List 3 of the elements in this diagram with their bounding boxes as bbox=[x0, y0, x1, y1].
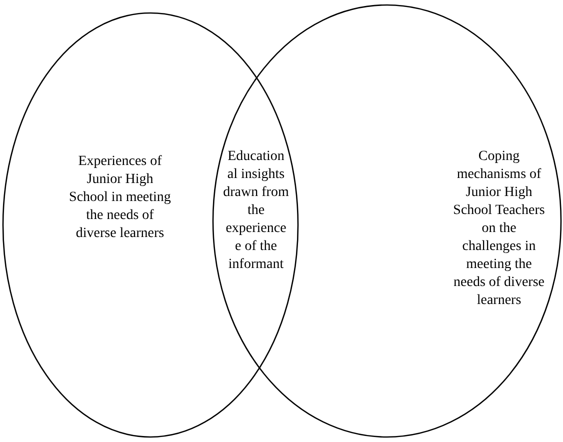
set-label: Coping mechanisms of Junior High School Teachers on the challenges in meeting the needs of diverse learners bbox=[453, 148, 545, 310]
set-label: Experiences of Junior High School in meeting the needs of diverse learners bbox=[68, 153, 172, 243]
overlap-label: Education al insights drawn from the experience e of the informant bbox=[222, 148, 290, 274]
